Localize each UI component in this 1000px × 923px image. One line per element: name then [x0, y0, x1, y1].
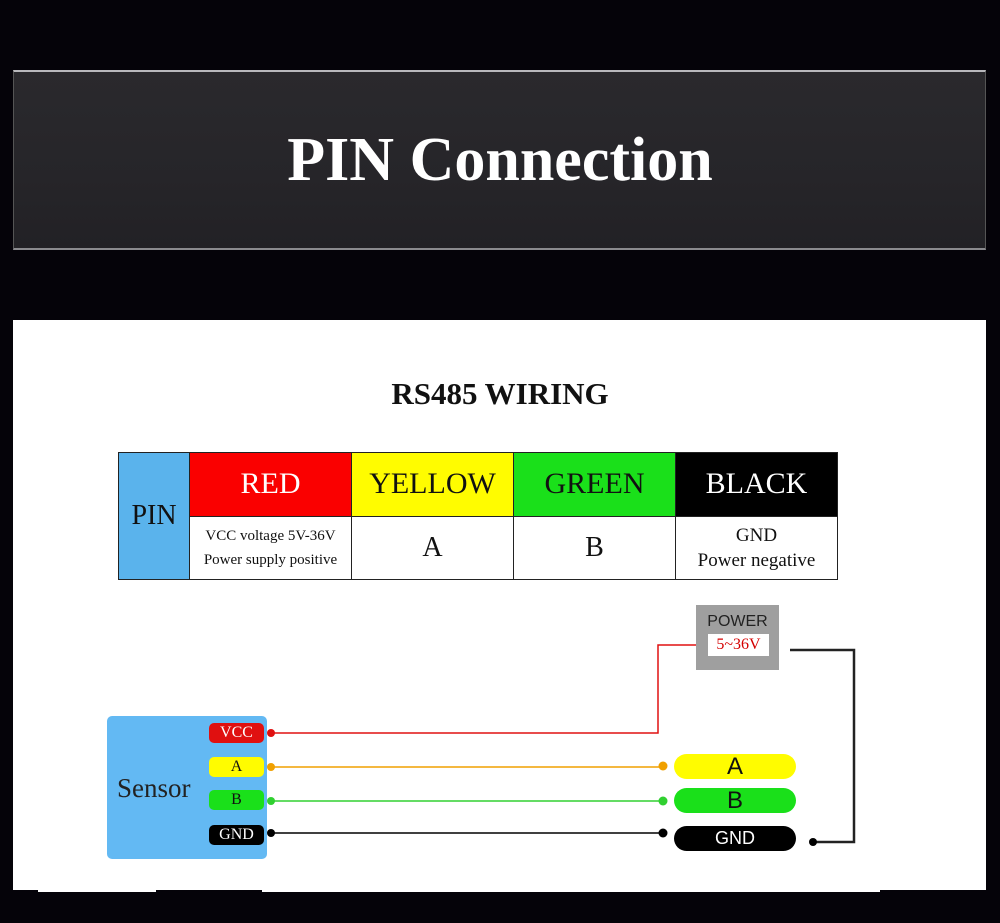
desc-cell-black: GND Power negative — [675, 515, 838, 580]
vcc-dot — [267, 729, 275, 737]
power-gnd-wire — [790, 648, 856, 844]
diagram-title: RS485 WIRING — [391, 376, 609, 411]
desc-cell-yellow: A — [351, 515, 514, 580]
desc-line: Power supply positive — [203, 551, 338, 568]
terminal-gnd: GND — [674, 826, 796, 851]
color-cell-red: RED — [189, 452, 352, 517]
gnd-end-dot — [658, 828, 668, 838]
gnd-dot — [267, 829, 275, 837]
desc-line: Power negative — [697, 549, 816, 571]
terminal-a: A — [674, 754, 796, 779]
power-label: POWER — [707, 613, 768, 630]
sensor-pin-b: B — [209, 790, 264, 810]
sensor-pin-vcc: VCC — [209, 723, 264, 743]
power-voltage: 5~36V — [708, 634, 769, 656]
a-end-dot — [658, 761, 668, 771]
pin-table: PIN RED YELLOW GREEN BLACK VCC voltage 5… — [118, 452, 838, 580]
desc-cell-red: VCC voltage 5V-36V Power supply positive — [189, 515, 352, 580]
color-cell-yellow: YELLOW — [351, 452, 514, 517]
color-cell-black: BLACK — [675, 452, 838, 517]
title-banner — [13, 70, 986, 250]
desc-line: GND — [735, 524, 778, 546]
a-dot — [267, 763, 275, 771]
panel-edge — [38, 889, 156, 892]
terminal-b: B — [674, 788, 796, 813]
b-end-dot — [658, 796, 668, 806]
desc-line: VCC voltage 5V-36V — [205, 527, 336, 544]
panel-edge — [262, 889, 880, 892]
page-title: PIN Connection — [287, 126, 713, 194]
desc-cell-green: B — [513, 515, 676, 580]
power-gnd-dot — [809, 838, 817, 846]
vcc-wire — [272, 644, 696, 734]
sensor-pin-a: A — [209, 757, 264, 777]
sensor-label: Sensor — [117, 773, 191, 803]
color-cell-green: GREEN — [513, 452, 676, 517]
sensor-pin-gnd: GND — [209, 825, 264, 845]
b-dot — [267, 797, 275, 805]
